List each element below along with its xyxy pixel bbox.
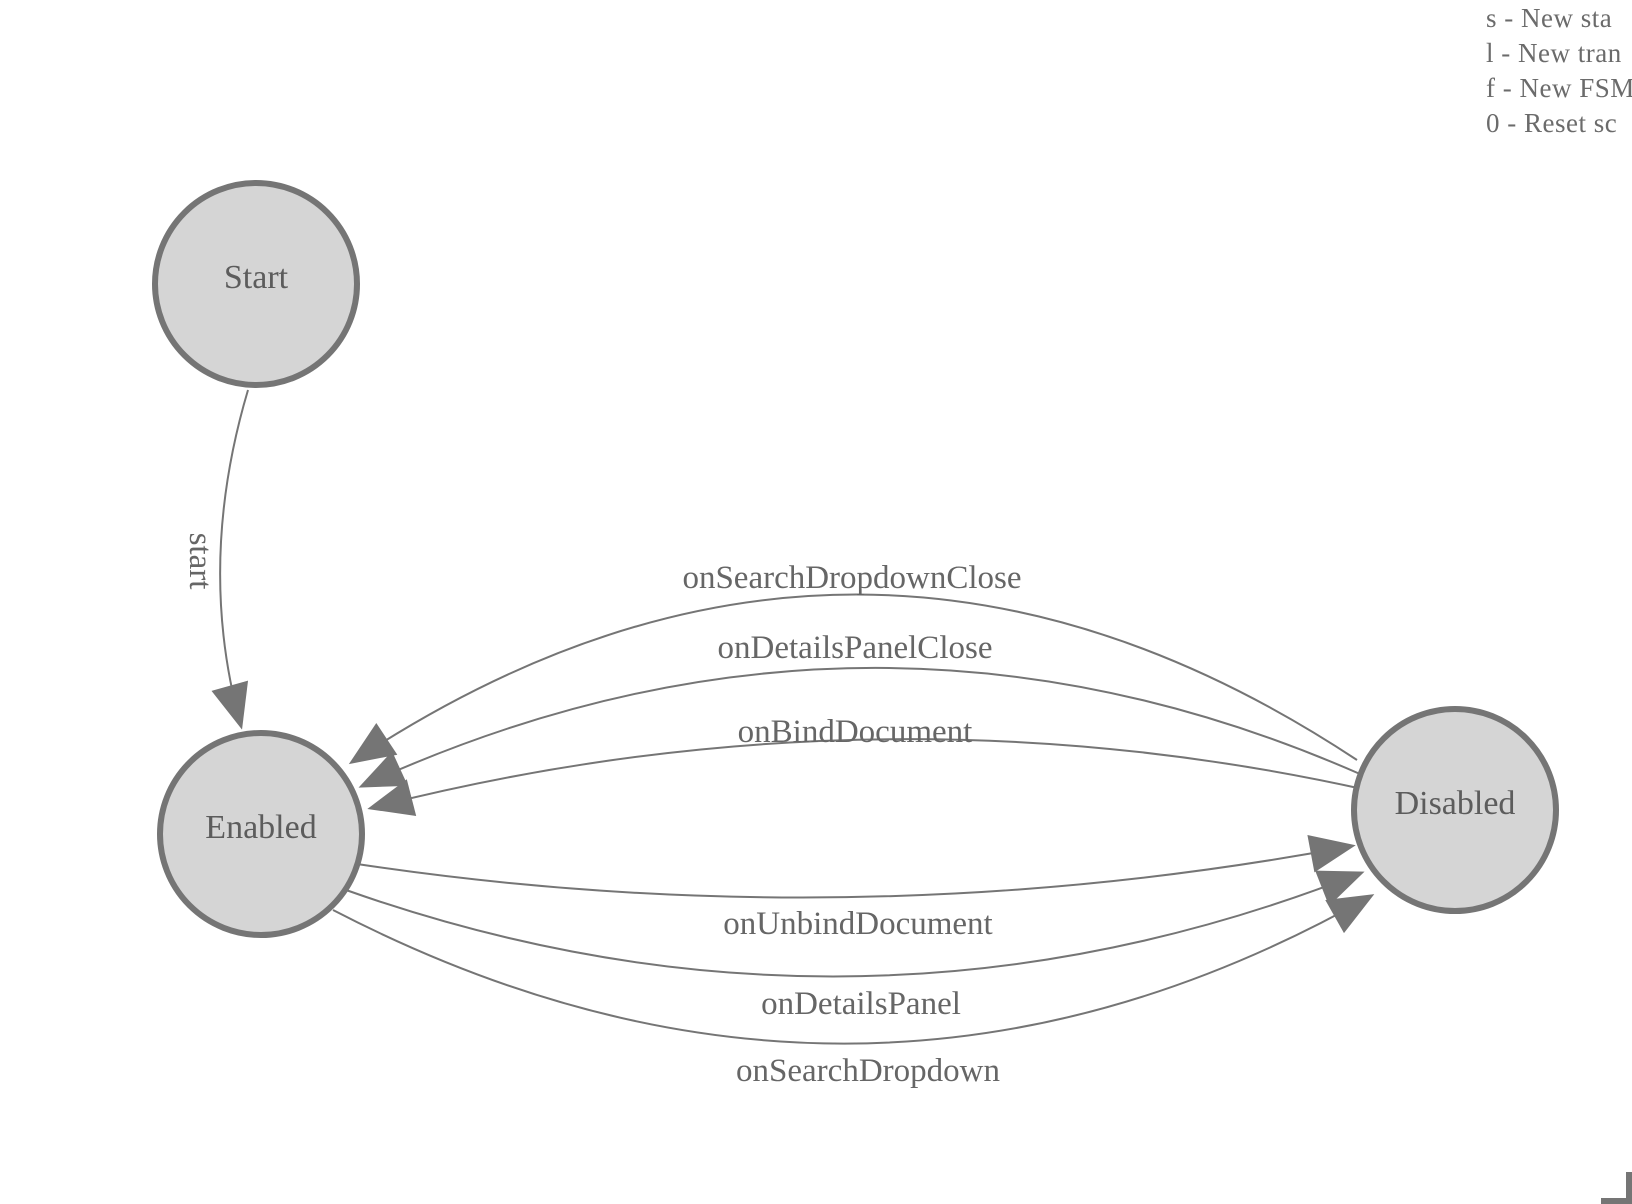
transition-path-onDetailsPanel[interactable]: [345, 870, 1365, 978]
transition-path-onSearchDropdown[interactable]: [332, 894, 1375, 1045]
transition-label-onSearchDropdownClose[interactable]: onSearchDropdownClose: [682, 560, 1021, 596]
state-node-disabled[interactable]: Disabled: [1351, 706, 1559, 914]
transition-path-onUnbindDocument[interactable]: [356, 835, 1356, 899]
state-label-enabled: Enabled: [205, 809, 316, 846]
transition-path-start[interactable]: [211, 389, 249, 730]
state-circle-enabled[interactable]: [157, 730, 365, 938]
state-circle-disabled[interactable]: [1351, 706, 1559, 914]
state-label-disabled: Disabled: [1395, 785, 1516, 822]
transition-label-onDetailsPanel[interactable]: onDetailsPanel: [761, 986, 961, 1022]
legend-item-new-transition: l - New tran: [1486, 38, 1622, 68]
state-label-start: Start: [224, 259, 289, 296]
transition-labels: start onSearchDropdownClose onDetailsPan…: [182, 533, 1022, 1089]
legend-item-new-fsm: f - New FSM: [1486, 73, 1632, 103]
legend-item-reset: 0 - Reset sc: [1486, 108, 1618, 138]
state-circle-start[interactable]: [152, 180, 360, 388]
transition-path-onDetailsPanelClose[interactable]: [358, 666, 1361, 788]
legend: s - New sta l - New tran f - New FSM 0 -…: [1486, 1, 1632, 141]
transition-path-onBindDocument[interactable]: [367, 738, 1368, 817]
legend-item-new-state: s - New sta: [1486, 3, 1613, 33]
transition-label-start[interactable]: start: [182, 533, 218, 590]
state-node-start[interactable]: Start: [152, 180, 360, 388]
canvas-corner-mark: [1601, 1172, 1632, 1204]
transition-label-onUnbindDocument[interactable]: onUnbindDocument: [723, 906, 992, 942]
transition-label-onSearchDropdown[interactable]: onSearchDropdown: [736, 1053, 1000, 1089]
transitions: [211, 389, 1375, 1045]
transition-label-onBindDocument[interactable]: onBindDocument: [738, 714, 973, 750]
state-node-enabled[interactable]: Enabled: [157, 730, 365, 938]
transition-path-onSearchDropdownClose[interactable]: [348, 593, 1358, 765]
transition-label-onDetailsPanelClose[interactable]: onDetailsPanelClose: [718, 630, 993, 666]
